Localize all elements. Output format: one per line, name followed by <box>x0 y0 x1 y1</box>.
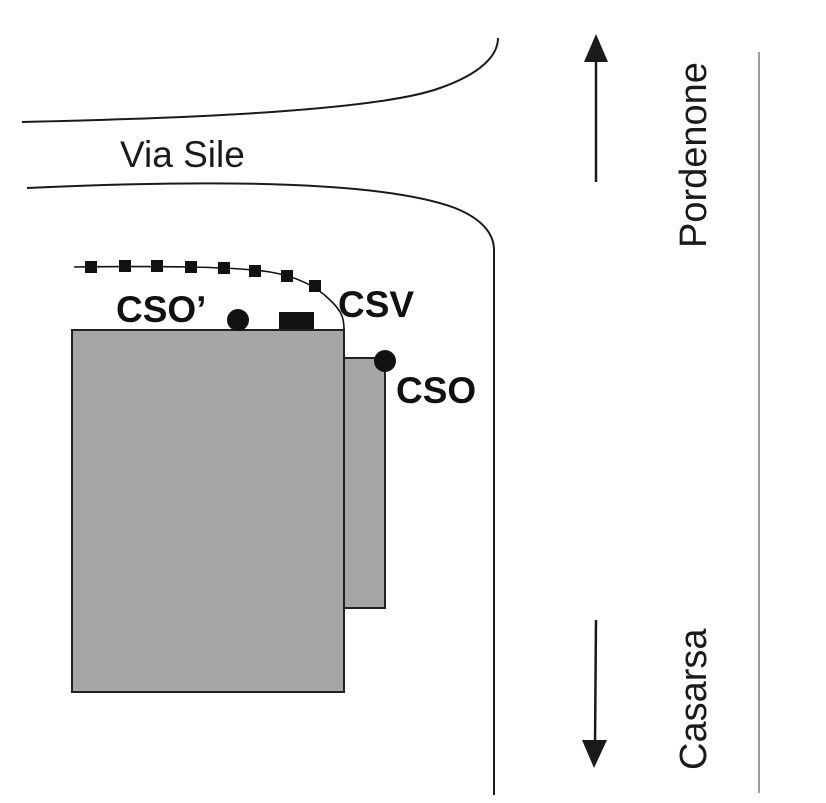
pipe-marker <box>119 260 131 272</box>
pipe-markers <box>85 260 321 292</box>
via-sile-south-edge <box>26 182 495 795</box>
cso-prime-label: CSO’ <box>116 289 206 330</box>
via-sile-north-edge <box>21 37 499 123</box>
csv-label: CSV <box>338 284 414 325</box>
cso-marker <box>374 350 396 372</box>
via-sile-label: Via Sile <box>120 134 245 175</box>
pipe-marker <box>281 270 293 282</box>
pipe-marker <box>185 261 197 273</box>
pipe-marker <box>309 280 321 292</box>
casarsa-label: Casarsa <box>673 628 715 770</box>
arrow-up-icon <box>584 34 608 182</box>
main-building <box>71 329 345 693</box>
pordenone-label: Pordenone <box>673 62 715 248</box>
pipe-marker <box>249 265 261 277</box>
cso-label: CSO <box>396 370 476 411</box>
csv-marker <box>279 312 314 329</box>
pipe-marker <box>85 261 97 273</box>
arrow-down-icon <box>582 619 607 768</box>
pipe-marker <box>151 260 163 272</box>
cso-prime-marker <box>227 309 249 331</box>
pipe-marker <box>218 262 230 274</box>
annex-building <box>343 357 386 609</box>
